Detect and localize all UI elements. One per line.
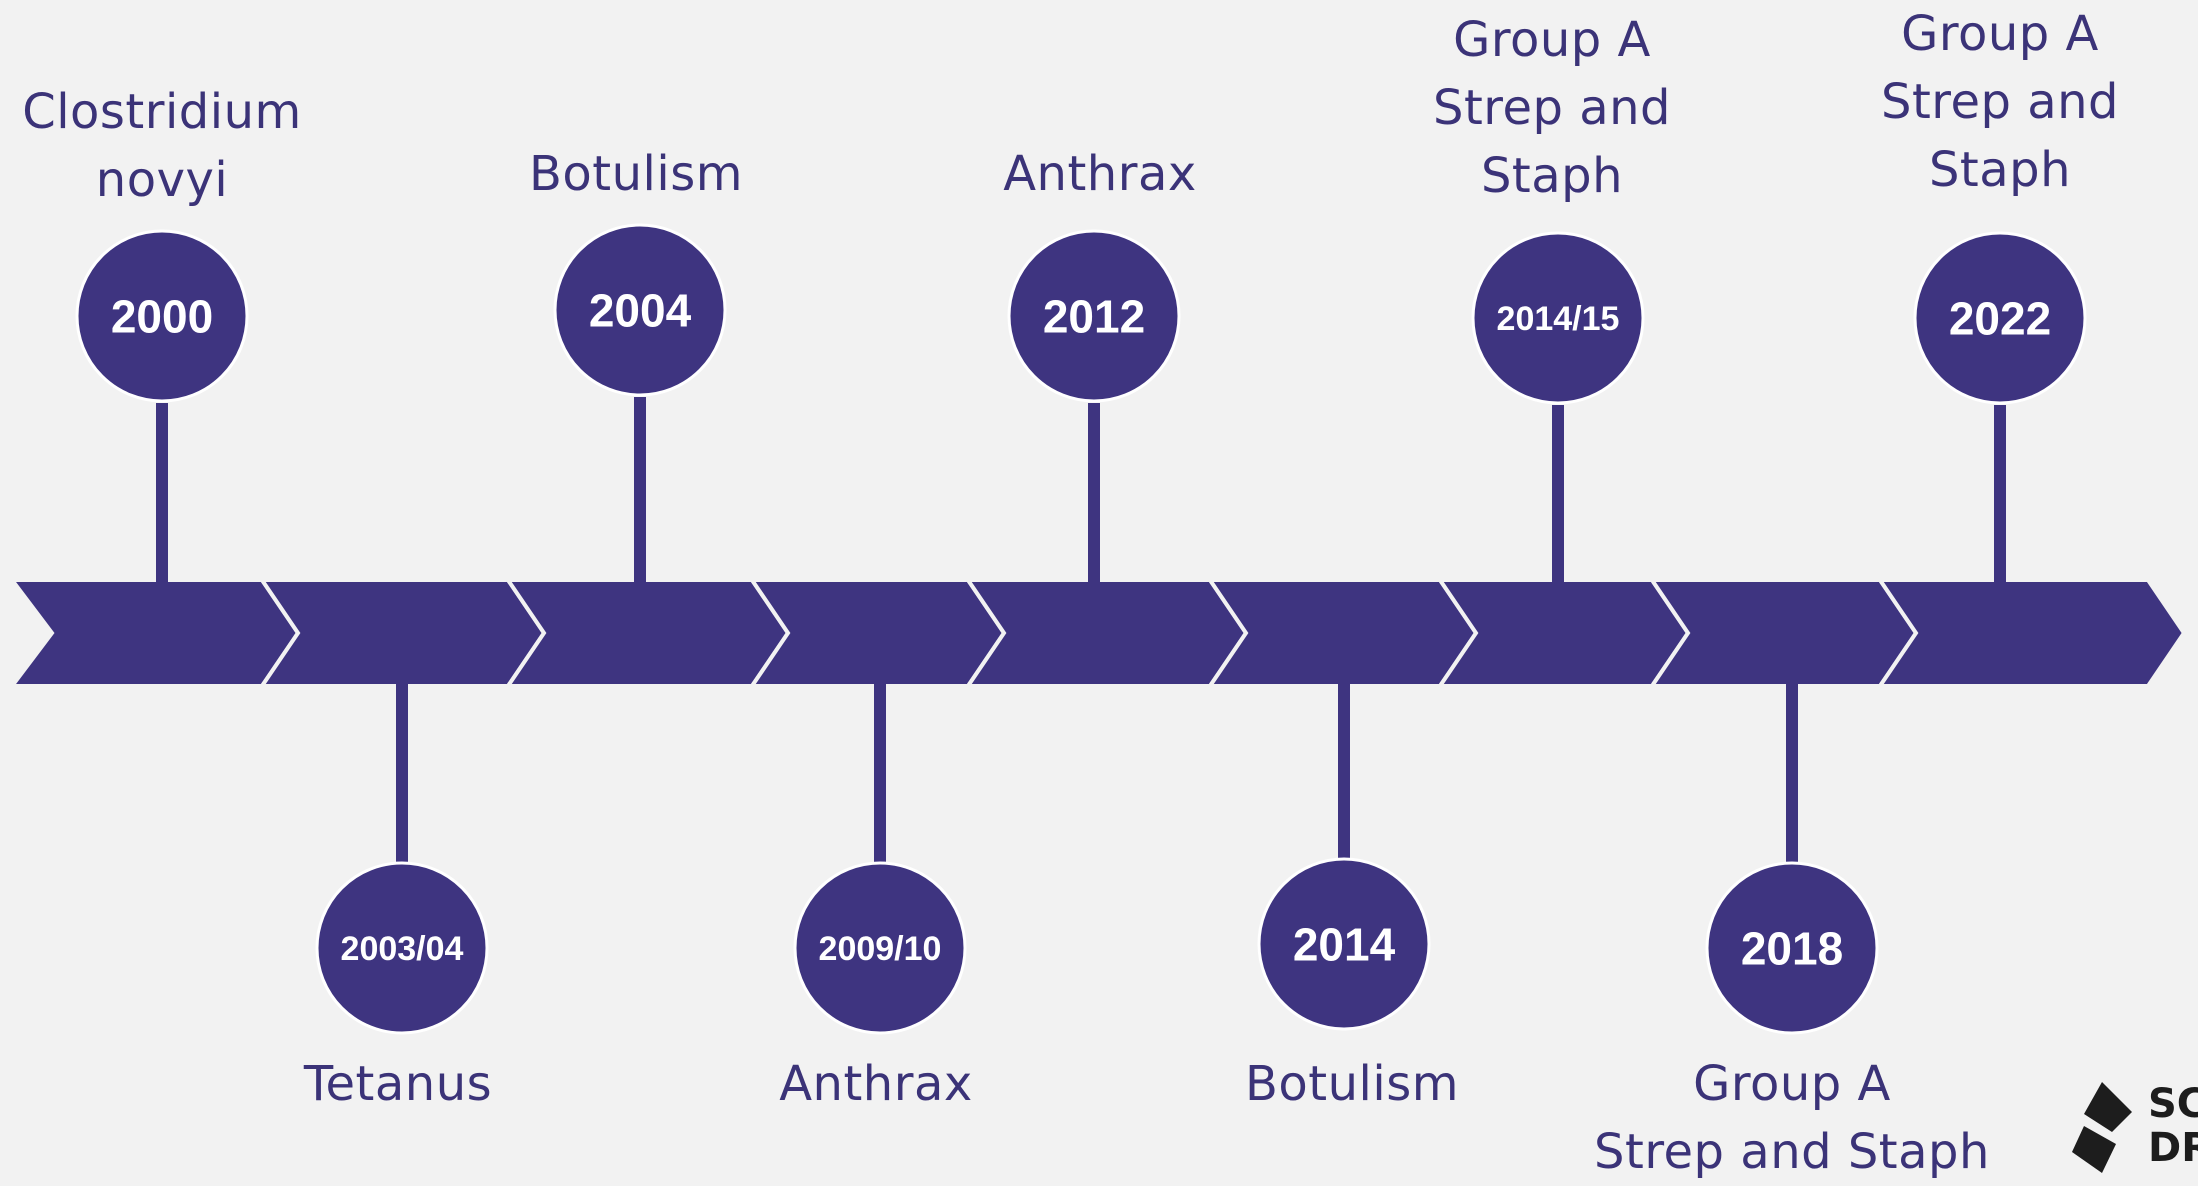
timeline-arrow-band xyxy=(7,578,2187,688)
event-label: Group A Strep and Staph xyxy=(1880,6,2120,198)
year-label: 2014 xyxy=(1293,919,1396,971)
timeline-arrow-segment xyxy=(1436,578,1691,688)
event-label: Anthrax xyxy=(779,1056,973,1112)
year-marker-circle xyxy=(793,861,967,1035)
scottish-drugs-logo: SCOTTISH DRUGS xyxy=(2072,1082,2198,1173)
timeline-year-markers: 2000 2003/04 2004 2009/10 2012 2014 2014/15 201… xyxy=(75,223,2087,1035)
event-label: Group A Strep and Staph xyxy=(1432,12,1672,204)
timeline-arrow-segment xyxy=(964,578,1249,688)
event-label: Tetanus xyxy=(303,1056,493,1112)
event-label: Botulism xyxy=(529,146,743,202)
year-marker-circle xyxy=(1007,229,1181,403)
timeline-stem xyxy=(396,584,408,865)
scottish-drugs-logo-icon xyxy=(2072,1082,2132,1173)
year-marker-circle xyxy=(75,229,249,403)
timeline-stems xyxy=(156,397,2006,865)
event-label: Clostridium novyi xyxy=(22,84,302,208)
timeline-stem xyxy=(1088,403,1100,588)
timeline-stem xyxy=(1786,584,1798,865)
year-label: 2000 xyxy=(111,291,213,343)
timeline-stem xyxy=(874,584,886,865)
timeline-stem xyxy=(1338,584,1350,861)
timeline-arrow-segment xyxy=(504,578,791,688)
event-label: Group A Strep and Staph xyxy=(1594,1056,1990,1180)
year-label: 2004 xyxy=(589,285,692,337)
timeline-arrow-segment xyxy=(1876,578,2187,688)
year-label: 2018 xyxy=(1741,923,1843,975)
year-marker-circle xyxy=(315,861,489,1035)
event-label: Anthrax xyxy=(1003,146,1197,202)
event-label: Botulism xyxy=(1245,1056,1459,1112)
year-label: 2003/04 xyxy=(341,930,464,968)
timeline-stem xyxy=(156,403,168,588)
year-marker-circle xyxy=(1257,857,1431,1031)
year-marker-circle xyxy=(1913,231,2087,405)
timeline-stem xyxy=(1994,405,2006,588)
timeline-arrow-segment xyxy=(7,578,301,688)
timeline-arrow-segment xyxy=(1648,578,1919,688)
year-label: 2014/15 xyxy=(1497,300,1620,338)
timeline-stem xyxy=(1552,405,1564,588)
year-marker-circle xyxy=(1705,861,1879,1035)
year-label: 2009/10 xyxy=(819,930,942,968)
year-label: 2022 xyxy=(1949,293,2051,345)
logo-text: SCOTTISH DRUGS xyxy=(2148,1082,2198,1171)
timeline-stem xyxy=(634,397,646,588)
year-marker-circle xyxy=(553,223,727,397)
year-marker-circle xyxy=(1471,231,1645,405)
year-label: 2012 xyxy=(1043,291,1145,343)
